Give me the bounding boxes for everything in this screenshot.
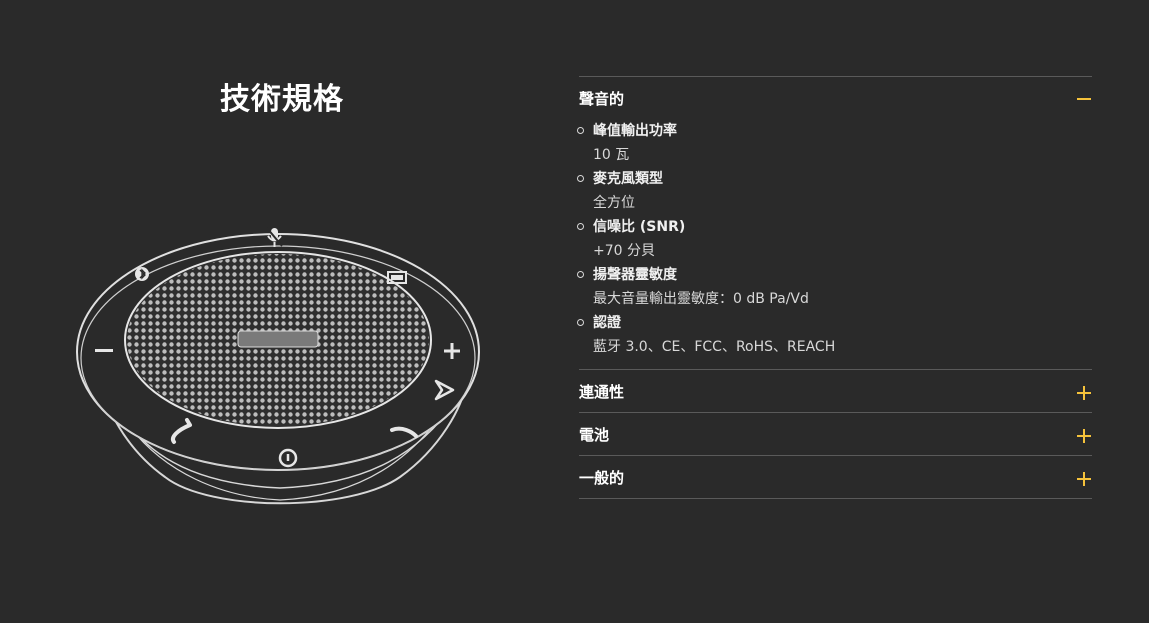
- expand-plus-icon[interactable]: [1076, 385, 1092, 401]
- spec-label: 峰值輸出功率: [593, 123, 677, 139]
- bullet-icon: [577, 319, 584, 326]
- spec-item-speaker-sensitivity: 揚聲器靈敏度 最大音量輸出靈敏度：0 dB Pa/Vd: [577, 263, 1092, 311]
- spec-value: +70 分貝: [593, 243, 655, 259]
- expand-plus-icon[interactable]: [1076, 471, 1092, 487]
- volume-up-button[interactable]: [444, 343, 460, 359]
- microphone-mute-icon[interactable]: [266, 227, 283, 247]
- bullet-icon: [577, 175, 584, 182]
- spec-item-snr: 信噪比 (SNR) +70 分貝: [577, 215, 1092, 263]
- answer-call-icon[interactable]: [171, 418, 192, 444]
- section-title: 連通性: [579, 382, 625, 401]
- section-general-header[interactable]: 一般的: [579, 456, 1092, 498]
- section-audio-header[interactable]: 聲音的: [579, 77, 1092, 119]
- section-audio: 聲音的 峰值輸出功率 10 瓦 麥克風類型 全方位 信噪比 (SNR) +70 …: [577, 76, 1092, 369]
- section-connectivity-header[interactable]: 連通性: [579, 370, 1092, 412]
- speakerphone-illustration: [76, 227, 480, 505]
- bullet-icon: [577, 223, 584, 230]
- bullet-icon: [577, 271, 584, 278]
- spec-list: 峰值輸出功率 10 瓦 麥克風類型 全方位 信噪比 (SNR) +70 分貝 揚…: [577, 119, 1092, 369]
- section-general: 一般的: [579, 455, 1092, 499]
- section-battery-header[interactable]: 電池: [579, 413, 1092, 455]
- spec-value: 最大音量輸出靈敏度：0 dB Pa/Vd: [593, 291, 809, 307]
- spec-value: 10 瓦: [593, 147, 630, 163]
- spec-item-peak-output: 峰值輸出功率 10 瓦: [577, 119, 1092, 167]
- section-title: 聲音的: [579, 89, 625, 108]
- page-title: 技術規格: [220, 82, 344, 117]
- spec-label: 麥克風類型: [593, 171, 663, 187]
- collapse-minus-icon[interactable]: [1076, 90, 1092, 106]
- bluetooth-icon[interactable]: [135, 267, 149, 281]
- battery-icon: [387, 271, 407, 284]
- spec-item-mic-type: 麥克風類型 全方位: [577, 167, 1092, 215]
- section-title: 電池: [579, 425, 610, 444]
- spec-label: 認證: [593, 315, 621, 331]
- smart-button-icon[interactable]: [434, 379, 455, 401]
- specs-accordion: 聲音的 峰值輸出功率 10 瓦 麥克風類型 全方位 信噪比 (SNR) +70 …: [577, 76, 1092, 499]
- section-battery: 電池: [579, 412, 1092, 455]
- bullet-icon: [577, 127, 584, 134]
- spec-label: 揚聲器靈敏度: [593, 267, 677, 283]
- spec-value: 全方位: [593, 195, 635, 211]
- spec-item-certifications: 認證 藍牙 3.0、CE、FCC、RoHS、REACH: [577, 311, 1092, 359]
- power-icon[interactable]: [278, 448, 298, 468]
- section-connectivity: 連通性: [579, 369, 1092, 412]
- expand-plus-icon[interactable]: [1076, 428, 1092, 444]
- spec-value: 藍牙 3.0、CE、FCC、RoHS、REACH: [593, 339, 836, 355]
- section-title: 一般的: [579, 468, 625, 487]
- spec-label: 信噪比 (SNR): [593, 219, 686, 235]
- end-call-icon[interactable]: [390, 426, 418, 438]
- volume-down-button[interactable]: [95, 349, 113, 352]
